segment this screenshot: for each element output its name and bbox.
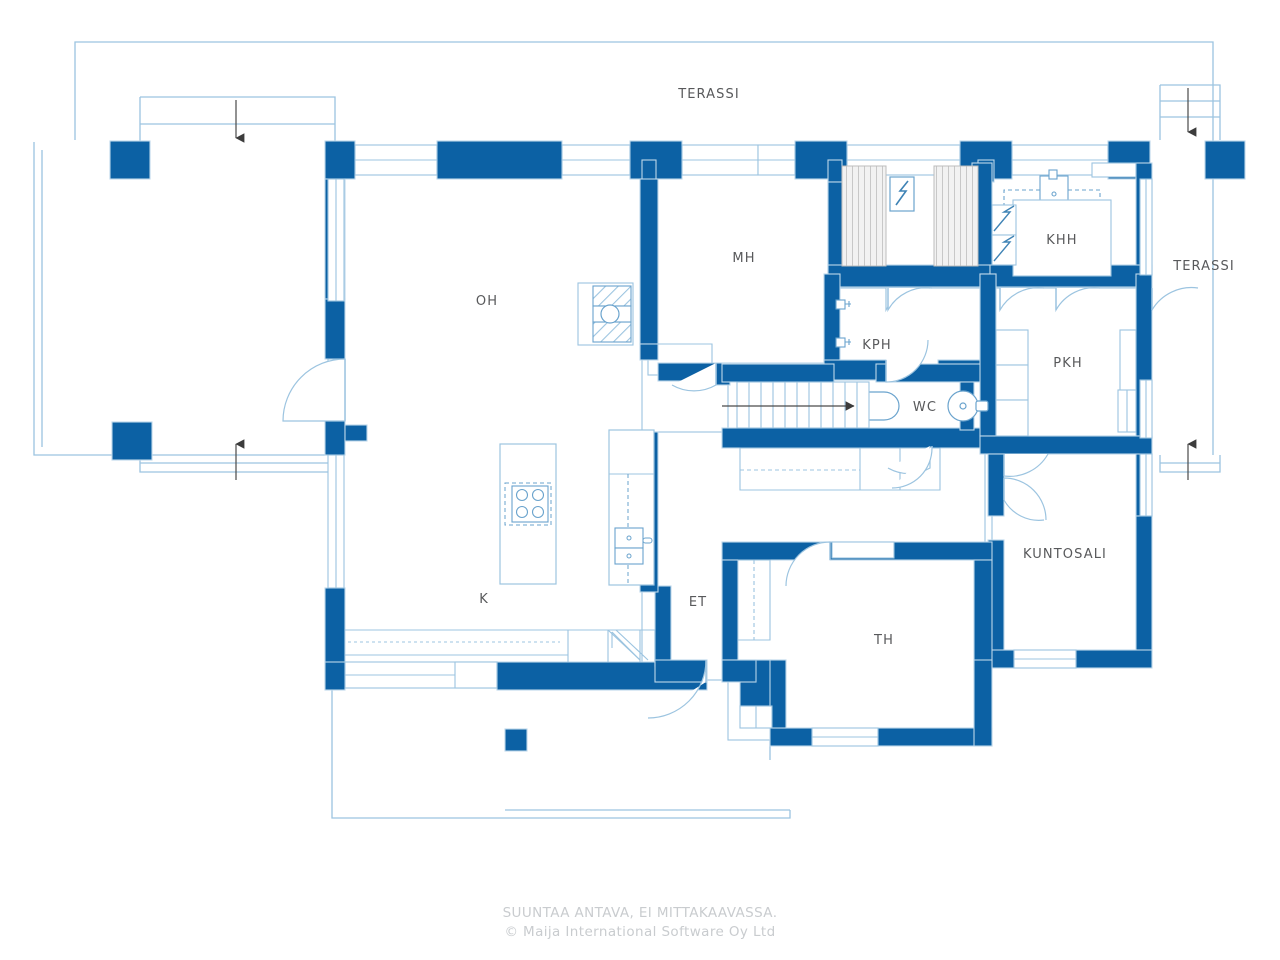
windows: [327, 144, 1153, 747]
room-label-terassi-top: TERASSI: [677, 87, 740, 102]
fireplace-icon: [577, 282, 634, 346]
room-label-th: TH: [873, 633, 894, 648]
room-label-k: K: [479, 592, 489, 607]
footer-line-scale: SUUNTAA ANTAVA, EI MITTAKAAVASSA.: [502, 905, 778, 921]
door-leaves: [344, 288, 1153, 682]
room-label-oh: OH: [476, 294, 498, 309]
room-label-pkh: PKH: [1053, 356, 1082, 371]
pkh-shelving: [995, 329, 1137, 437]
room-label-terassi-right: TERASSI: [1172, 259, 1235, 274]
kitchen-island: [499, 443, 557, 585]
kitchen-sink-counter: [608, 429, 655, 586]
footer-line-copyright: © Maija International Software Oy Ltd: [504, 924, 776, 940]
door-swings: [282, 286, 1199, 719]
direction-arrows: [235, 88, 1197, 480]
room-label-et: ET: [689, 595, 707, 610]
walls: [109, 140, 1246, 747]
sauna-benches: [841, 165, 979, 267]
room-label-mh: MH: [732, 251, 755, 266]
room-label-khh: KHH: [1046, 233, 1077, 248]
sauna-heater-icon: [889, 176, 915, 212]
room-label-kuntosali: KUNTOSALI: [1023, 547, 1107, 562]
khh-fixtures: [991, 169, 1112, 277]
room-labels: TERASSI TERASSI OH MH KHH KPH PKH WC KUN…: [476, 87, 1235, 648]
footer-disclaimer: SUUNTAA ANTAVA, EI MITTAKAAVASSA. © Maij…: [0, 904, 1280, 942]
kph-shower-fixtures: [835, 299, 851, 348]
terrace-pillar: [504, 728, 528, 752]
interior-detail-lines: [344, 343, 941, 662]
room-label-kph: KPH: [862, 338, 891, 353]
staircase: [736, 381, 870, 429]
room-label-wc: WC: [913, 400, 937, 415]
